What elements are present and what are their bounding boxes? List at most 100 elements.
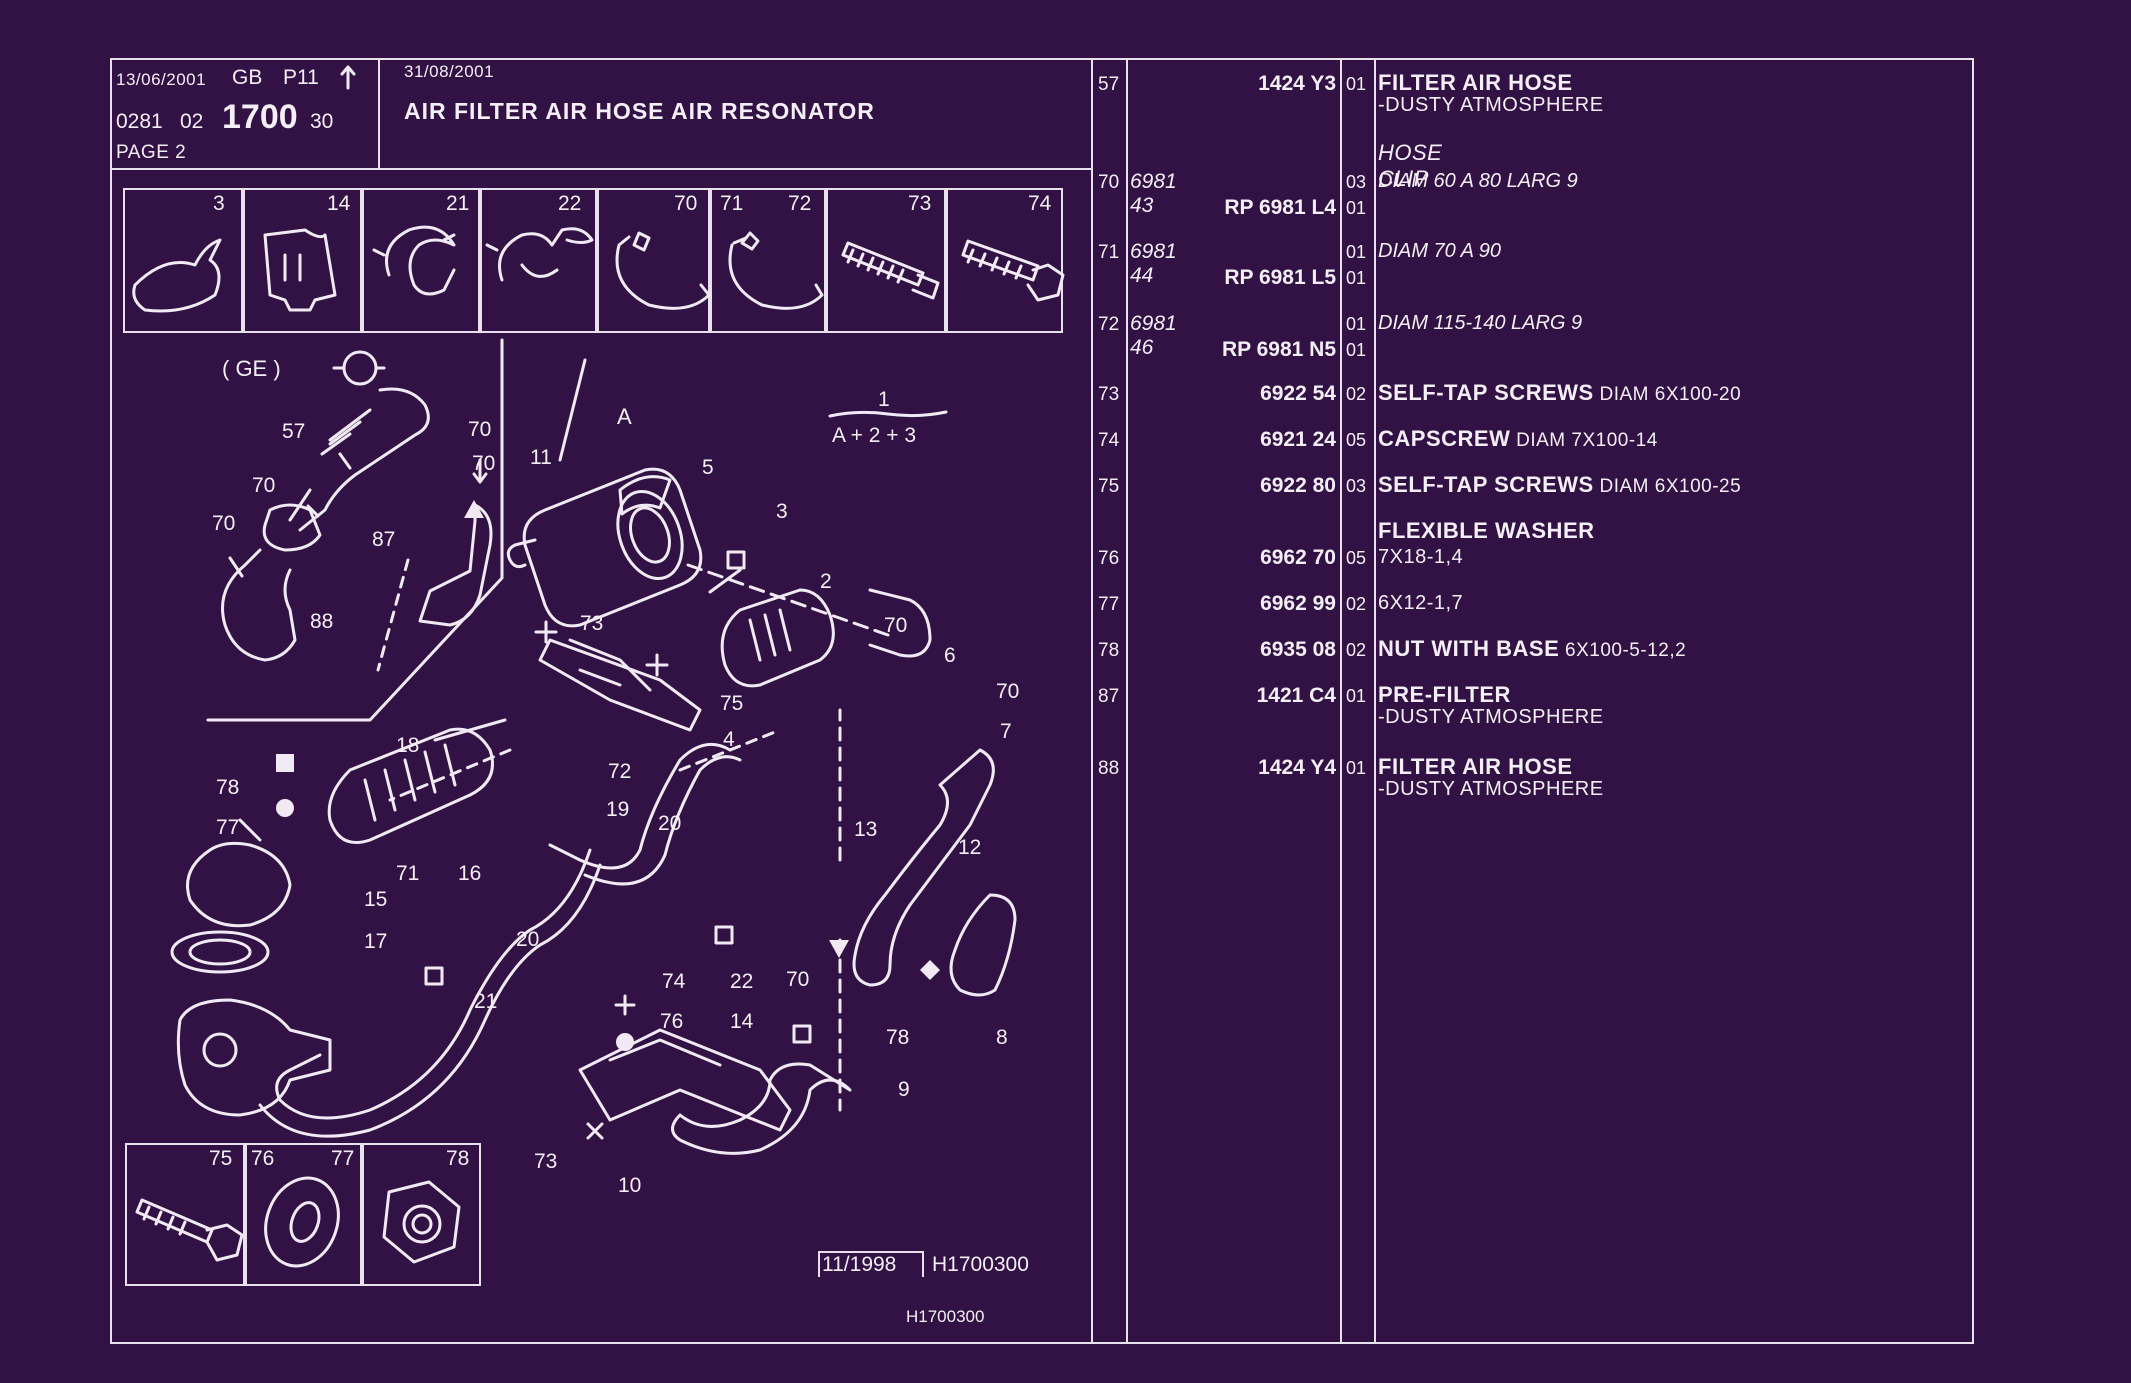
stamp-date: 11/1998 — [822, 1253, 897, 1276]
part-icon-number: 70 — [674, 192, 698, 215]
row-description: 6X100-5-12,2 — [1559, 640, 1687, 661]
row-designation: SELF-TAP SCREWS DIAM 6X100-25 — [1378, 472, 1741, 498]
code-group: 02 — [180, 110, 204, 133]
row-designation: SELF-TAP SCREWS DIAM 6X100-20 — [1378, 380, 1741, 406]
callout-number: 9 — [898, 1078, 910, 1101]
row-quantity: 02 — [1346, 384, 1367, 404]
square-marker — [424, 966, 444, 986]
part-icon-tile — [123, 188, 243, 333]
formula-bottom: A + 2 + 3 — [832, 424, 917, 447]
part-icon-drawing — [961, 239, 1065, 302]
circle-marker — [276, 799, 294, 817]
row-part-number: 1421 C4 — [1256, 684, 1336, 707]
callout-number: 4 — [723, 728, 735, 751]
code-suffix: 30 — [310, 110, 334, 133]
plus-marker — [534, 620, 558, 644]
arrow-marker — [464, 500, 484, 518]
ge-inset-border — [206, 338, 504, 722]
part-icon-number: 75 — [209, 1147, 233, 1170]
row-part-number: 6981 43 — [1130, 170, 1177, 217]
callout-number: 18 — [396, 734, 420, 757]
date-left: 13/06/2001 — [116, 70, 207, 89]
callout-number: 20 — [516, 928, 540, 951]
callout-number: 10 — [618, 1174, 642, 1197]
row-quantity: 03 — [1346, 476, 1367, 496]
air-filter-assembly — [506, 358, 890, 688]
row-description: -DUSTY ATMOSPHERE — [1378, 706, 1604, 728]
callout-number: 70 — [884, 614, 908, 637]
row-description: 6X12-1,7 — [1378, 592, 1464, 614]
part-icon-drawing — [382, 1180, 461, 1264]
callout-number: 72 — [608, 760, 632, 783]
callout-number: 3 — [776, 500, 788, 523]
row-name: HOSE CLIP — [1378, 140, 1443, 191]
row-quantity: 05 — [1346, 548, 1367, 568]
stamp-box — [818, 1251, 924, 1277]
divider-ref-column — [1091, 58, 1093, 1344]
intake-hose-carburettor — [170, 488, 507, 1117]
footer-code: H1700300 — [906, 1307, 985, 1326]
row-description: -DUSTY ATMOSPHERE — [1378, 778, 1604, 800]
exploded-diagram — [170, 350, 1017, 1155]
callout-number: 87 — [372, 528, 396, 551]
row-reference: 72 — [1098, 314, 1120, 335]
row-reference: 77 — [1098, 594, 1120, 615]
callout-number: 2 — [820, 570, 832, 593]
row-name: FLEXIBLE WASHER — [1378, 518, 1595, 543]
callout-number: 17 — [364, 930, 388, 953]
row-quantity: 01 — [1346, 198, 1367, 218]
row-part-number: 1424 Y4 — [1258, 756, 1336, 779]
row-designation: FILTER AIR HOSE — [1378, 754, 1573, 780]
row-reference: 78 — [1098, 640, 1120, 661]
part-icon-number: 22 — [558, 192, 582, 215]
row-designation: CAPSCREW DIAM 7X100-14 — [1378, 426, 1658, 452]
part-icon-drawing — [264, 1176, 340, 1268]
row-part-number: 6922 54 — [1260, 382, 1336, 405]
row-part-number: 6981 44 — [1130, 240, 1177, 287]
part-icon-tile — [597, 188, 710, 333]
part-icon-tile — [243, 188, 362, 333]
divider-qty-column — [1340, 58, 1342, 1344]
divider-part-column — [1126, 58, 1128, 1344]
row-description: -DUSTY ATMOSPHERE — [1378, 94, 1604, 116]
callout-number: 16 — [458, 862, 482, 885]
row-reference: 88 — [1098, 758, 1120, 779]
header-split — [378, 58, 380, 168]
row-description: DIAM 60 A 80 LARG 9 — [1378, 170, 1578, 192]
row-part-number: 6921 24 — [1260, 428, 1336, 451]
row-description: 7X18-1,4 — [1378, 546, 1464, 568]
header-divider — [110, 168, 1091, 170]
callout-number: 11 — [530, 446, 552, 469]
row-quantity: 01 — [1346, 74, 1367, 94]
part-icon-tile — [826, 188, 946, 333]
row-reference: 70 — [1098, 172, 1120, 193]
row-quantity: 01 — [1346, 758, 1367, 778]
callout-number: 5 — [702, 456, 714, 479]
callout-number: 70 — [212, 512, 236, 535]
part-icon-drawing — [372, 225, 456, 296]
part-icon-drawing — [841, 241, 940, 300]
callout-number: 57 — [282, 420, 306, 443]
row-designation: HOSE CLIP — [1378, 140, 1442, 192]
row-reference: 74 — [1098, 430, 1120, 451]
model-code: P11 — [283, 66, 319, 89]
callout-number: 70 — [468, 418, 492, 441]
square-marker — [792, 1024, 812, 1044]
part-icon-drawing — [135, 1198, 244, 1262]
ge-resonator-parts — [221, 350, 493, 672]
row-designation: FLEXIBLE WASHER — [1378, 518, 1595, 544]
callout-number: 70 — [252, 474, 276, 497]
callout-number: 21 — [474, 990, 498, 1013]
callout-number: 7 — [1000, 720, 1012, 743]
part-icon-number: 78 — [446, 1147, 470, 1170]
row-description: DIAM 7X100-14 — [1510, 430, 1658, 451]
row-description: DIAM 6X100-20 — [1593, 384, 1742, 405]
row-reference: 73 — [1098, 384, 1120, 405]
callout-number: 71 — [396, 862, 420, 885]
callout-number: 88 — [310, 610, 334, 633]
row-quantity: 03 — [1346, 172, 1367, 192]
code-main: 1700 — [222, 98, 298, 136]
row-name: SELF-TAP SCREWS — [1378, 380, 1594, 405]
part-icon-tile — [125, 1143, 245, 1286]
part-icon-tile — [710, 188, 826, 333]
